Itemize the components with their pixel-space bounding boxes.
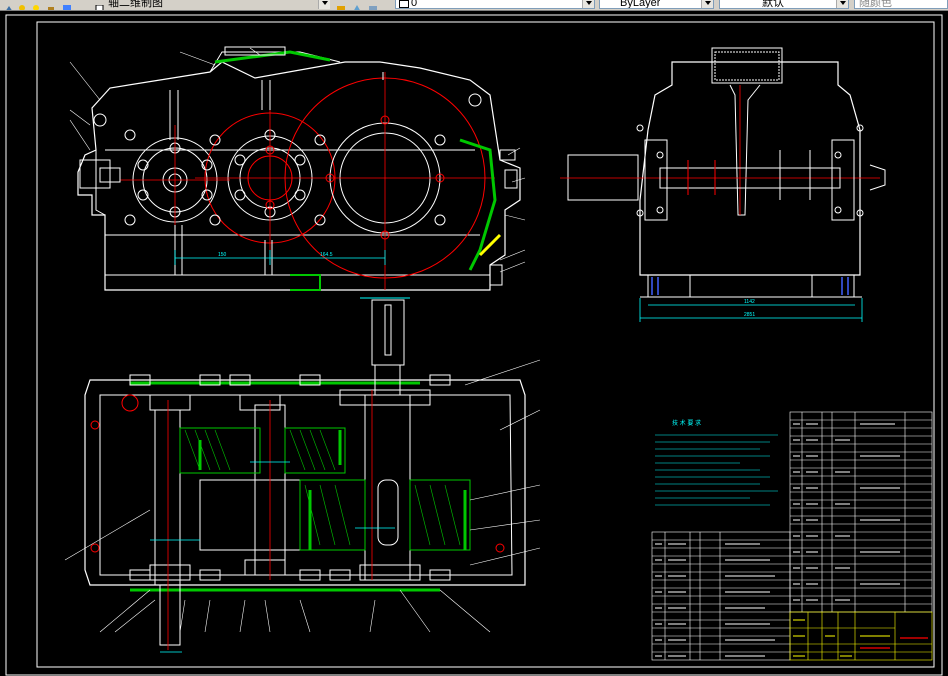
front-view: 150 164.5 [69, 46, 526, 291]
linetype-combo-value: ByLayer [620, 0, 661, 9]
sun-icon[interactable] [17, 0, 27, 10]
plotstyle-combo-value: 随颜色 [859, 0, 892, 9]
lock-icon[interactable] [46, 0, 56, 10]
dim-front-span-b: 164.5 [320, 252, 333, 258]
lineweight-combo-value: 默认 [762, 0, 784, 9]
outer-frame [5, 14, 943, 676]
color-combo[interactable]: 0 [395, 0, 595, 9]
workspace-label: 轴二维制图 [108, 0, 163, 9]
palette-icon[interactable] [62, 0, 72, 10]
lineweight-combo[interactable]: 默认 [719, 0, 849, 9]
layer-state-icon[interactable] [4, 0, 14, 10]
layer-previous-icon[interactable] [336, 0, 346, 10]
cad-toolbar: 轴二维制图 0 ByLayer 默认 随颜色 [0, 0, 948, 11]
cad-drawing-canvas[interactable]: 150 164.5 [0, 10, 948, 676]
tech-req-title: 技 术 要 求 [672, 419, 701, 427]
workspace-dropdown-arrow[interactable] [318, 0, 330, 9]
parts-list-right [789, 411, 933, 613]
section-view [64, 297, 541, 653]
parts-list-left [651, 531, 791, 661]
color-swatch-icon [95, 0, 105, 10]
dim-side-outer: 2851 [744, 312, 755, 318]
linetype-combo-arrow[interactable] [701, 0, 713, 8]
tech-requirements: 技 术 要 求 [655, 419, 778, 506]
color-combo-arrow[interactable] [582, 0, 594, 8]
color-swatch [399, 0, 409, 8]
dim-side-inner: 1142 [744, 299, 755, 305]
layer-iso-icon[interactable] [368, 0, 378, 10]
layer-walk-icon[interactable] [352, 0, 362, 10]
plotstyle-combo[interactable]: 随颜色 [854, 0, 948, 9]
title-block [789, 611, 933, 661]
linetype-combo[interactable]: ByLayer [599, 0, 714, 9]
color-combo-value: 0 [411, 0, 418, 9]
lineweight-combo-arrow[interactable] [836, 0, 848, 8]
dim-front-span-a: 150 [218, 252, 227, 258]
bulb-icon[interactable] [31, 0, 41, 10]
side-view: 1142 2851 [560, 47, 886, 322]
inner-frame [36, 21, 935, 668]
